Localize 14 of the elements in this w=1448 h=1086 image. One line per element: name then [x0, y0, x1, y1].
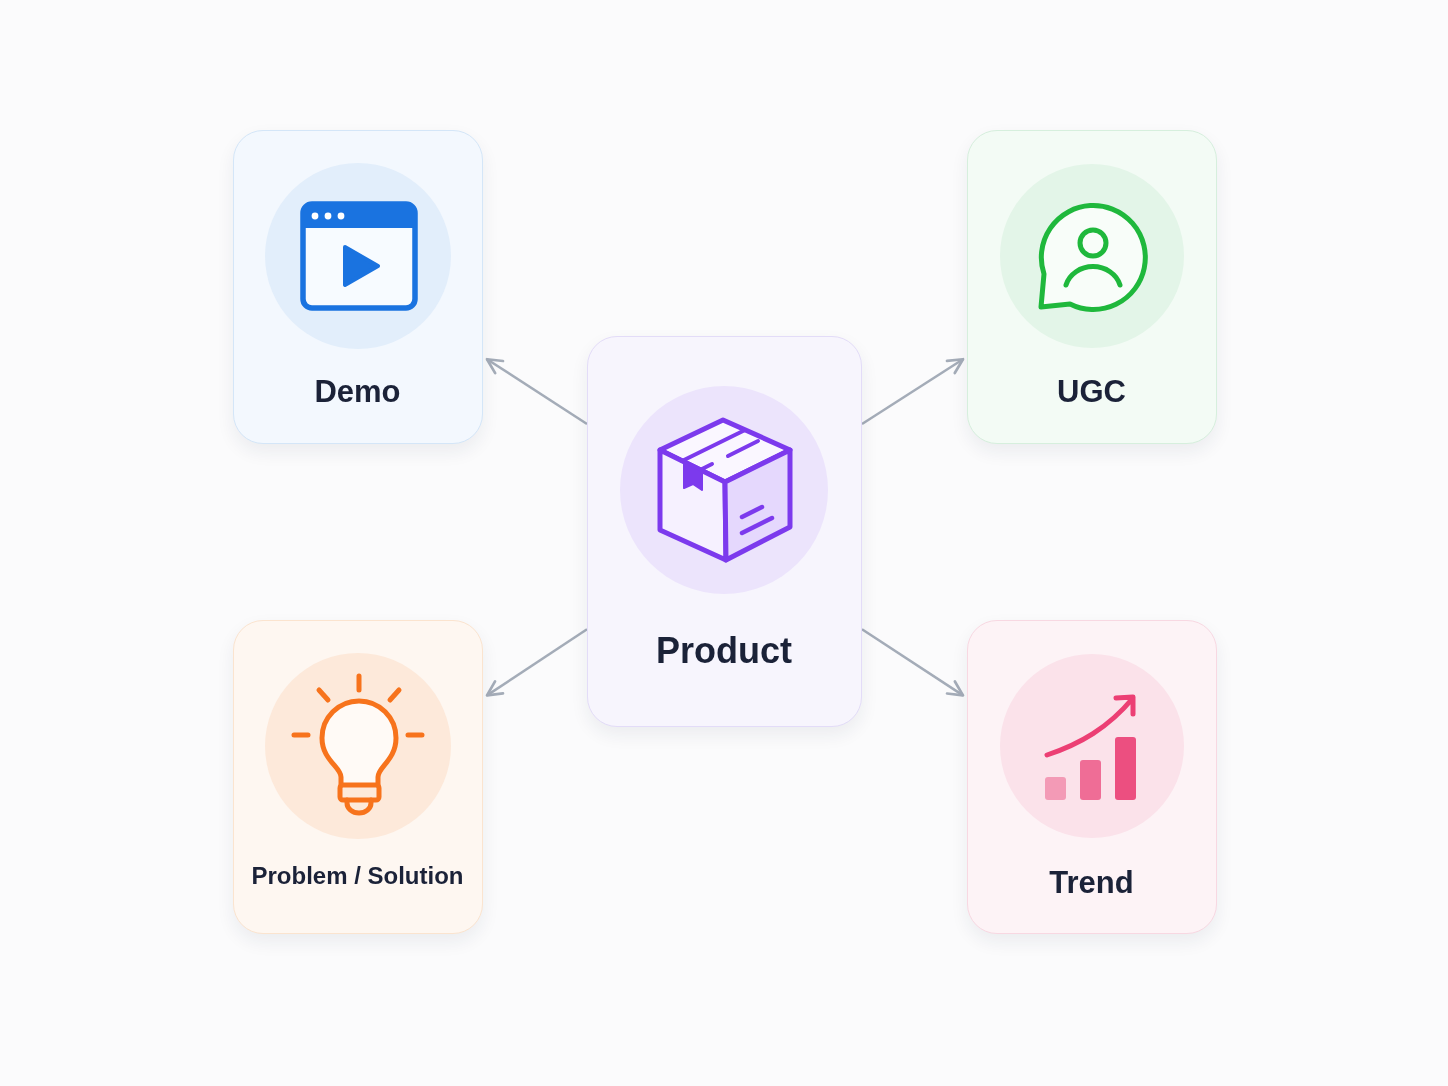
arrow [485, 628, 588, 697]
arrow [861, 628, 965, 697]
card [587, 336, 862, 727]
arrow [861, 357, 965, 426]
arrow [485, 357, 588, 426]
card-title: UGC [1057, 373, 1126, 410]
card-title: Product [656, 629, 792, 672]
card [967, 130, 1217, 444]
card-title: Demo [314, 373, 401, 410]
card [967, 620, 1217, 934]
card [233, 620, 483, 934]
card [233, 130, 483, 444]
card-title: Problem / Solution [251, 861, 464, 890]
card-title: Trend [1049, 864, 1134, 901]
